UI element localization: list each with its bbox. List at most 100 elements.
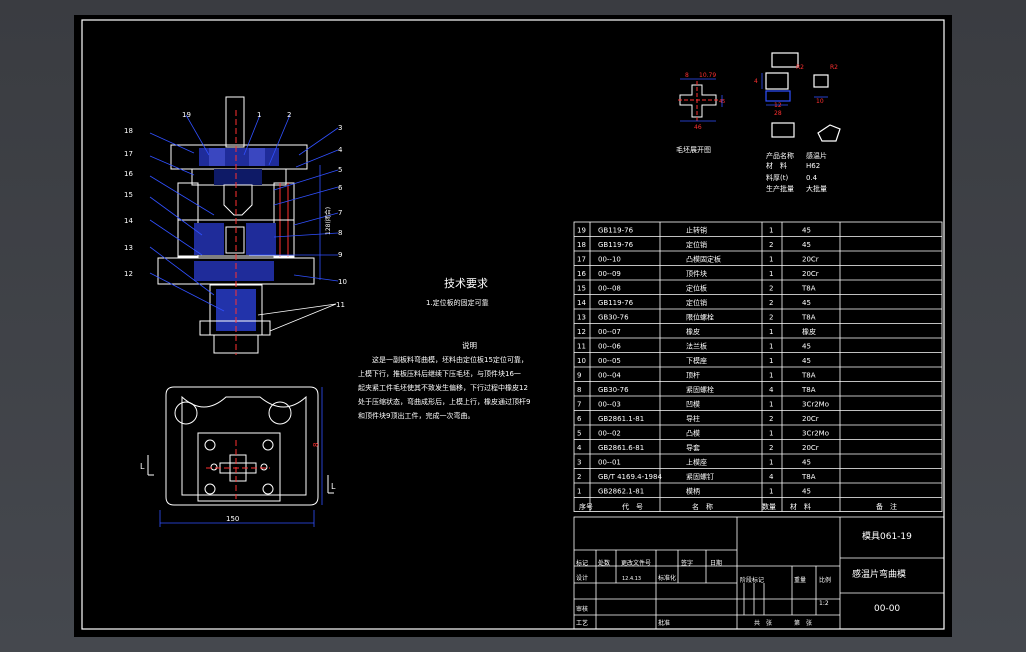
bom-header-note: 备 注 (876, 502, 897, 511)
drawing-canvas[interactable]: 19GB119-76止转销14518GB119-76定位销2451700--10… (74, 15, 952, 637)
plan-dims (159, 387, 323, 527)
dim-10-79: 10.79 (699, 72, 716, 79)
tb-process: 工艺 (576, 619, 588, 627)
bom-name: 定位销 (686, 240, 707, 249)
part-views (765, 52, 841, 142)
bom-mat: T8A (801, 285, 816, 293)
bom-no: 16 (577, 270, 586, 278)
bom-qty: 1 (769, 343, 773, 351)
bom-header-mat: 材 料 (790, 502, 811, 511)
bom-qty: 1 (769, 256, 773, 264)
section-mark-left: L (140, 462, 145, 471)
callout-1: 1 (257, 111, 261, 119)
dim-8: 8 (685, 72, 689, 79)
bom-mat: 45 (802, 299, 811, 307)
bom-name: 顶杆 (686, 371, 700, 380)
tech-title: 技术要求 (444, 277, 488, 290)
drawing-no: 模具061-19 (862, 531, 912, 542)
leader-lines (149, 114, 339, 312)
bom-name: 定位板 (686, 284, 707, 293)
desc-title: 说明 (462, 340, 477, 350)
bom-mat: 20Cr (802, 270, 819, 278)
bom-mat: 45 (802, 343, 811, 351)
bom-no: 5 (577, 430, 581, 438)
tb-file: 更改文件号 (621, 559, 651, 567)
bom-code: GB30-76 (598, 386, 629, 394)
bom-qty: 2 (769, 314, 773, 322)
bom-code: 00--03 (598, 401, 621, 409)
bom-mat: T8A (801, 473, 816, 481)
product-batch-value: 大批量 (806, 184, 827, 193)
bom-header-no: 序号 (579, 502, 593, 511)
bom-qty: 4 (769, 473, 774, 481)
tb-weight: 重量 (794, 576, 806, 584)
dim-45: 45 (719, 99, 725, 105)
callout-2: 2 (287, 111, 291, 119)
bom-qty: 4 (769, 386, 774, 394)
bom-mat: 20Cr (802, 444, 819, 452)
bom-no: 12 (577, 328, 586, 336)
tb-stage: 阶段标记 (740, 576, 764, 584)
bom-code: 00--06 (598, 343, 621, 351)
bom-code: 00--04 (598, 372, 621, 380)
bom-code: GB2861.6-81 (598, 444, 644, 452)
callout-12: 12 (124, 270, 133, 278)
bom-name: 导套 (686, 443, 700, 452)
bom-code: GB/T 4169.4-1984 (598, 473, 662, 481)
bom-qty: 2 (769, 241, 773, 249)
bom-mat: T8A (801, 386, 816, 394)
bom-no: 17 (577, 256, 586, 264)
desc-line-1: 上模下行，推板压料后继续下压毛坯，与顶件块16一 (358, 369, 521, 378)
bom-code: 00--08 (598, 285, 621, 293)
bom-mat: 20Cr (802, 256, 819, 264)
bom-mat: 20Cr (802, 415, 819, 423)
leader-lines-11 (257, 303, 337, 332)
bom-name: 定位销 (686, 298, 707, 307)
tb-ratio: 比例 (819, 576, 831, 584)
bom-no: 7 (577, 401, 581, 409)
bom-qty: 2 (769, 415, 773, 423)
bom-header-qty: 数量 (762, 502, 776, 511)
bom-qty: 1 (769, 357, 773, 365)
plan-height-dim: 8 (312, 443, 320, 447)
guide-hole-left (174, 401, 198, 425)
drawing-title: 感温片弯曲模 (852, 568, 906, 580)
bom-header-code: 代 号 (622, 502, 643, 511)
desc-line-3: 处于压缩状态，弯曲成形后，上模上行，橡皮通过顶杆9 (358, 397, 530, 406)
desc-line-2: 起夹紧工件毛坯使其不致发生偏移，下行过程中橡皮12 (358, 383, 528, 392)
bom-no: 11 (577, 343, 586, 351)
bom-qty: 2 (769, 285, 773, 293)
bom-name: 限位螺栓 (686, 313, 714, 322)
die-plate-plan (197, 432, 281, 502)
bom-code: 00--10 (598, 256, 621, 264)
bom-code: 00--02 (598, 430, 621, 438)
tb-date: 日期 (710, 559, 722, 567)
bom-code: 00--09 (598, 270, 621, 278)
bom-table-grid (573, 221, 943, 512)
callout-5: 5 (338, 166, 342, 174)
section-view (157, 96, 315, 355)
dim-4: 4 (754, 78, 758, 85)
tb-design: 设计 (576, 574, 588, 582)
bom-no: 19 (577, 227, 586, 235)
bom-no: 3 (577, 459, 581, 467)
callout-7: 7 (338, 209, 342, 217)
bom-code: GB119-76 (598, 241, 634, 249)
bom-name: 上模座 (686, 458, 707, 467)
tech-line1: 1.定位板的固定可靠 (426, 298, 489, 307)
callout-4: 4 (338, 146, 343, 154)
bom-code: GB2861.1-81 (598, 415, 644, 423)
bom-mat: T8A (801, 314, 816, 322)
bom-code: 00--07 (598, 328, 621, 336)
bom-name: 导柱 (686, 414, 700, 423)
closed-height-dim: 128(闭合) (324, 207, 332, 235)
callout-6: 6 (338, 184, 343, 192)
dim-46: 46 (694, 124, 702, 131)
die-seat-plan (165, 386, 319, 506)
bom-qty: 1 (769, 401, 773, 409)
bom-qty: 1 (769, 328, 773, 336)
ejector-block (225, 226, 245, 254)
product-name-value: 感温片 (806, 151, 827, 160)
